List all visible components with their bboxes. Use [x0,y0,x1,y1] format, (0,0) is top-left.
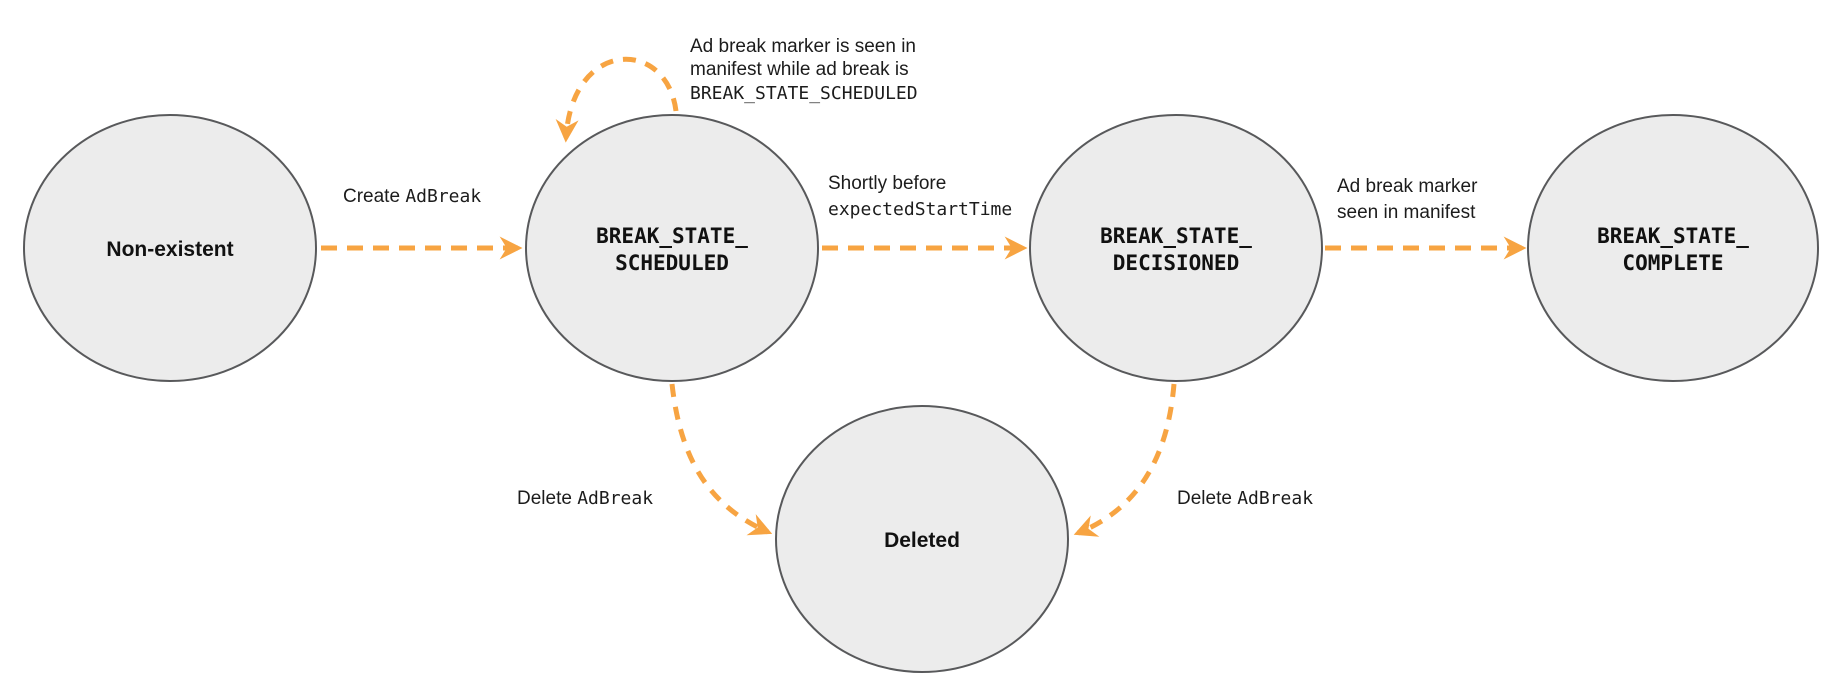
label-before-start-line2: expectedStartTime [828,199,1012,220]
state-label-scheduled-line1: BREAK_STATE_ [596,224,748,248]
state-circle-scheduled [525,114,819,382]
state-label-complete-line2: COMPLETE [1622,251,1723,275]
edges [321,56,1527,537]
label-create-code: AdBreak [405,186,481,207]
label-create-text: Create [343,186,405,207]
state-label-deleted: Deleted [884,529,960,552]
state-non-existent: Non-existent [23,114,317,382]
label-self-loop-line2: manifest while ad break is [690,59,909,80]
state-break-state-decisioned: BREAK_STATE_ DECISIONED [1029,114,1323,382]
label-delete-decisioned-code: AdBreak [1237,488,1313,509]
edge-self-loop-scheduled [555,56,679,143]
label-delete-decisioned-text: Delete [1177,488,1237,509]
label-before-start-line1: Shortly before [828,173,946,194]
label-self-loop-line3: BREAK_STATE_SCHEDULED [690,83,918,104]
state-break-state-scheduled: BREAK_STATE_ SCHEDULED [525,114,819,382]
state-circle-non-existent [23,114,317,382]
state-break-state-complete: BREAK_STATE_ COMPLETE [1527,114,1819,382]
label-self-loop-line1: Ad break marker is seen in [690,36,916,57]
state-circle-deleted [775,405,1069,673]
state-label-non-existent: Non-existent [106,238,233,261]
state-label-decisioned-line1: BREAK_STATE_ [1100,224,1252,248]
label-delete-scheduled-code: AdBreak [577,488,653,509]
state-label-scheduled-line2: SCHEDULED [615,251,729,275]
state-nodes: Non-existent BREAK_STATE_ SCHEDULED BREA… [23,114,1819,673]
state-deleted: Deleted [775,405,1069,673]
state-label-complete-line1: BREAK_STATE_ [1597,224,1749,248]
label-marker-seen-line2: seen in manifest [1337,202,1476,223]
label-delete-scheduled-text: Delete [517,488,577,509]
edge-scheduled-to-deleted [669,383,773,536]
state-label-decisioned-line2: DECISIONED [1113,251,1239,275]
state-circle-decisioned [1029,114,1323,382]
edge-decisioned-to-deleted [1073,383,1177,537]
label-marker-seen-line1: Ad break marker [1337,176,1478,197]
edge-labels: Create AdBreak Ad break marker is seen i… [343,36,1478,509]
label-create-adbreak: Create AdBreak [343,186,481,207]
state-circle-complete [1527,114,1819,382]
label-delete-scheduled: Delete AdBreak [517,488,653,509]
label-delete-decisioned: Delete AdBreak [1177,488,1313,509]
